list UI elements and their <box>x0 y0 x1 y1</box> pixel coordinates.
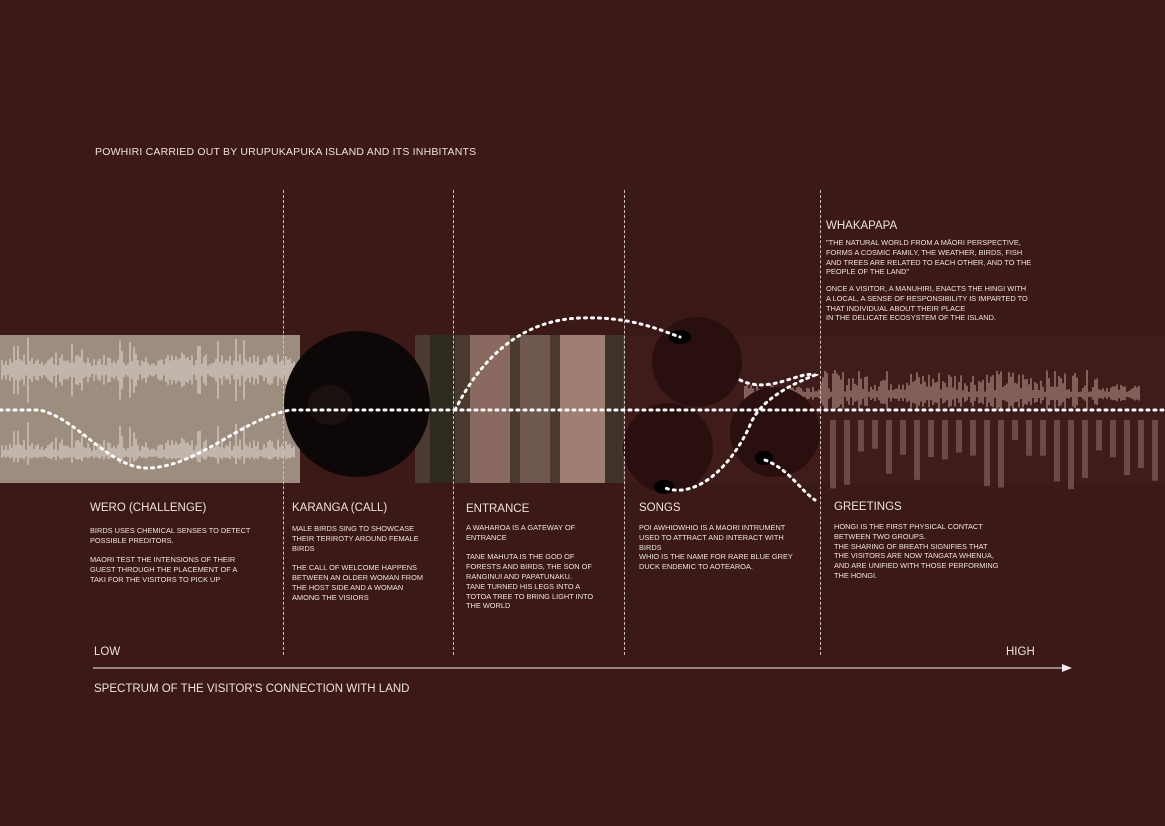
stage-text: POI AWHIOWHIO IS A MAORI INTRUMENT USED … <box>639 523 793 572</box>
stage-text: A WAHAROA IS A GATEWAY OF ENTRANCE TANE … <box>466 523 594 611</box>
stage-heading: WERO (CHALLENGE) <box>90 502 207 514</box>
page-title: POWHIRI CARRIED OUT BY URUPUKAPUKA ISLAN… <box>95 146 477 158</box>
stage-divider <box>453 190 454 655</box>
poi-circle-3 <box>730 387 820 477</box>
waveform-panel-beige <box>0 335 300 483</box>
stage-divider <box>283 190 284 655</box>
poi-circle-2 <box>623 403 713 493</box>
axis-title: SPECTRUM OF THE VISITOR'S CONNECTION WIT… <box>94 683 410 695</box>
stage-heading: KARANGA (CALL) <box>292 502 388 514</box>
arrow-head-icon <box>1062 664 1072 672</box>
stage-text: MALE BIRDS SING TO SHOWCASE THEIR TERIRO… <box>292 524 423 602</box>
karanga-inner-circle <box>308 385 352 425</box>
connection-path <box>0 316 1165 502</box>
stage-text: HONGI IS THE FIRST PHYSICAL CONTACT BETW… <box>834 522 999 580</box>
stage-divider <box>624 190 625 655</box>
poi-circle-1 <box>652 317 742 407</box>
whakapapa-text: ONCE A VISITOR, A MANUHIRI, ENACTS THE H… <box>826 284 1028 323</box>
stage-text: BIRDS USES CHEMICAL SENSES TO DETECT POS… <box>90 526 251 584</box>
stage-heading: SONGS <box>639 502 681 514</box>
stage-divider <box>820 190 821 655</box>
axis-low-label: LOW <box>94 646 121 658</box>
stage-heading: ENTRANCE <box>466 503 530 515</box>
stage-heading: GREETINGS <box>834 501 902 513</box>
karanga-circle <box>284 331 430 477</box>
poi-ball-3 <box>755 451 773 465</box>
whakapapa-quote: "THE NATURAL WORLD FROM A MĀORI PERSPECT… <box>826 238 1032 277</box>
bird-call-waveform <box>1 337 295 465</box>
axis-high-label: HIGH <box>1006 646 1035 658</box>
poi-ball-2 <box>654 480 674 494</box>
whakapapa-heading: WHAKAPAPA <box>826 220 898 232</box>
breath-waveform <box>744 370 1158 490</box>
